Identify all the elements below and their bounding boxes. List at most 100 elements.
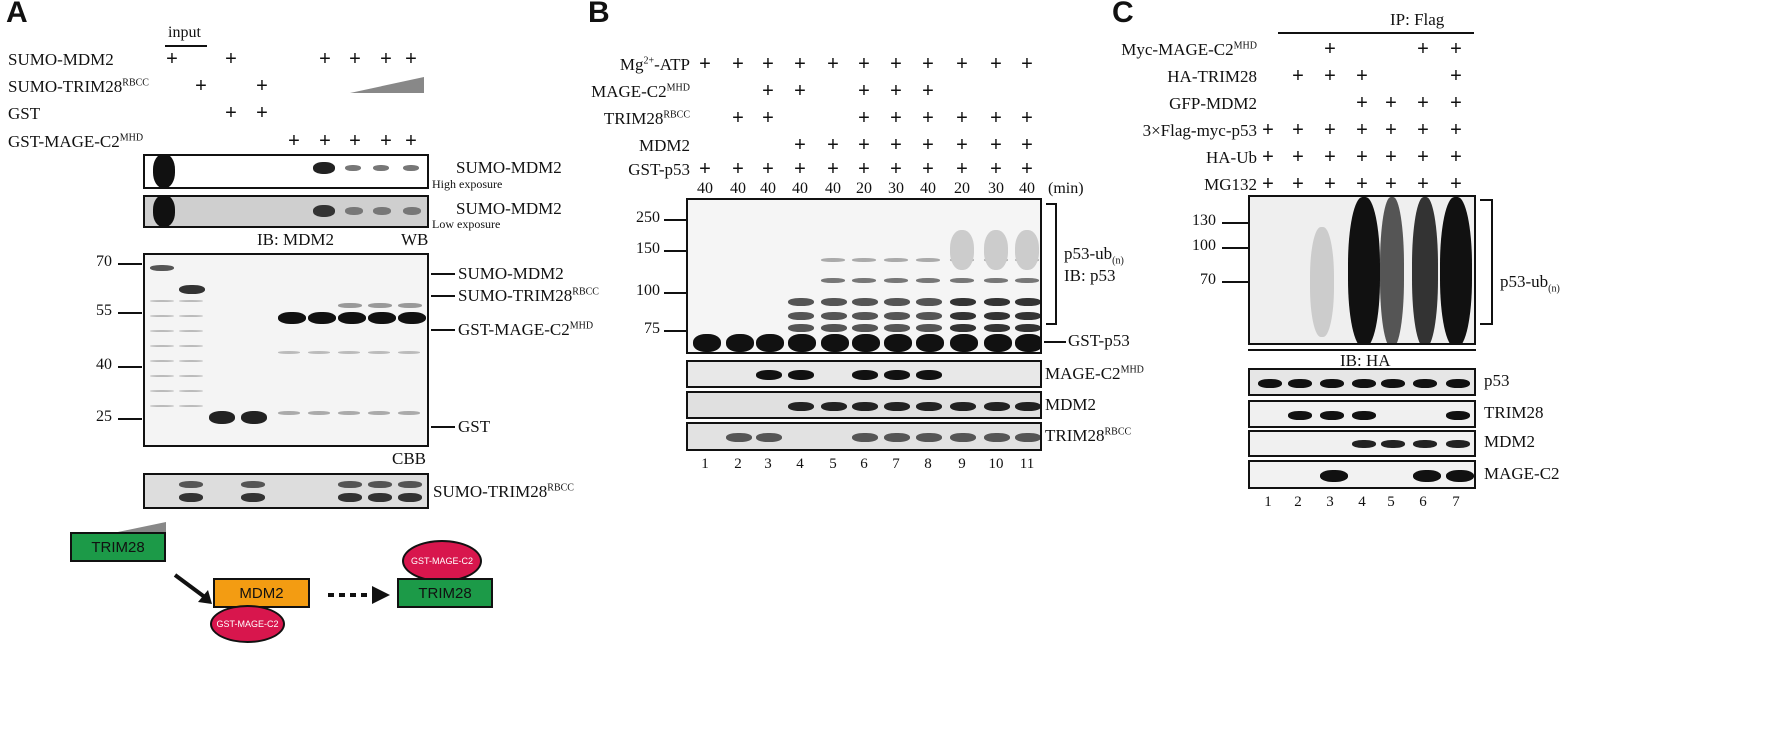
c-blot-mage <box>1248 460 1476 489</box>
b-lane-number: 4 <box>796 456 804 472</box>
band <box>852 370 878 380</box>
a-cond-label-3: GST-MAGE-C2MHD <box>8 132 143 152</box>
band <box>852 402 878 411</box>
band <box>756 370 782 380</box>
band <box>150 330 174 332</box>
c-plus-mark: + <box>1262 146 1274 168</box>
a-plus-mark: + <box>380 130 392 152</box>
a-gel-label-2-sup: MHD <box>569 320 594 332</box>
a-label-trim-bottom-sup: RBCC <box>547 482 574 494</box>
c-label-mdm2: MDM2 <box>1484 432 1536 451</box>
band <box>916 334 944 352</box>
band <box>884 334 912 352</box>
band <box>1015 298 1040 306</box>
band <box>278 351 300 354</box>
b-blot-trim <box>686 422 1042 451</box>
c-plus-mark: + <box>1356 65 1368 87</box>
band <box>916 258 940 262</box>
band <box>308 312 336 324</box>
band <box>150 360 174 362</box>
b-cond-label-2: TRIM28RBCC <box>0 109 690 129</box>
band <box>150 375 174 377</box>
b-plus-mark: + <box>922 158 934 180</box>
a-gel-label-2: GST-MAGE-C2MHD <box>458 320 593 340</box>
band <box>338 411 360 415</box>
b-cond-label-4: GST-p53 <box>0 160 690 180</box>
b-lane-number: 1 <box>701 456 709 472</box>
band <box>950 298 976 306</box>
band <box>179 285 205 294</box>
c-ip-line <box>1278 32 1474 34</box>
b-time: 30 <box>888 180 904 197</box>
a-cond-label-1-text: SUMO-TRIM28 <box>8 77 123 96</box>
band <box>1015 433 1040 442</box>
a-gel-label-3-text: GST <box>458 417 491 436</box>
b-cond-label-2-text: TRIM28 <box>603 109 664 128</box>
a-plus-mark: + <box>256 75 268 97</box>
a-blot-high <box>143 154 429 189</box>
c-plus-mark: + <box>1417 173 1429 195</box>
c-ub-label: p53-ub(n) <box>1500 272 1560 294</box>
band <box>150 300 174 302</box>
a-mw-40: 40 <box>96 356 112 373</box>
band <box>368 303 392 308</box>
c-lane-number: 3 <box>1326 494 1334 510</box>
band <box>693 334 721 352</box>
c-plus-mark: + <box>1385 92 1397 114</box>
band <box>950 433 976 442</box>
a-plus-mark: + <box>319 48 331 70</box>
band <box>241 493 265 502</box>
band <box>179 315 203 317</box>
c-cond-label-4: HA-Ub <box>0 148 1257 168</box>
b-mw-tick <box>664 330 686 332</box>
c-ib-line <box>1248 349 1476 351</box>
b-plus-mark: + <box>990 53 1002 75</box>
a-label-high: SUMO-MDM2 <box>456 158 562 177</box>
band <box>1320 379 1344 388</box>
c-plus-mark: + <box>1356 146 1368 168</box>
c-plus-mark: + <box>1292 173 1304 195</box>
band <box>1288 379 1312 388</box>
band <box>1320 470 1348 482</box>
band <box>338 312 366 324</box>
b-plus-mark: + <box>858 107 870 129</box>
band <box>821 298 847 306</box>
band <box>1352 379 1376 388</box>
a-mw-tick <box>118 312 142 314</box>
band <box>726 334 754 352</box>
a-plus-mark: + <box>288 130 300 152</box>
b-lane-number: 6 <box>860 456 868 472</box>
b-time-unit: (min) <box>1048 180 1084 197</box>
band <box>756 334 784 352</box>
band <box>398 303 422 308</box>
band <box>278 312 306 324</box>
band <box>821 402 847 411</box>
b-cond-label-0-sup: 2+ <box>643 55 655 67</box>
b-plus-mark: + <box>956 107 968 129</box>
band <box>1380 197 1404 343</box>
c-plus-mark: + <box>1324 119 1336 141</box>
b-plus-mark: + <box>858 134 870 156</box>
band <box>950 230 974 270</box>
a-mw-55: 55 <box>96 302 112 319</box>
c-ip-label: IP: Flag <box>1390 10 1445 29</box>
band <box>1015 278 1039 283</box>
b-mw-150: 150 <box>636 240 660 257</box>
band <box>150 345 174 347</box>
b-plus-mark: + <box>858 80 870 102</box>
band <box>884 278 908 283</box>
a-gel-label-0: SUMO-MDM2 <box>458 264 564 284</box>
a-label-low: SUMO-MDM2 <box>456 199 562 218</box>
a-plus-mark: + <box>195 75 207 97</box>
band <box>984 324 1010 332</box>
b-plus-mark: + <box>890 158 902 180</box>
schematic-mdm2: MDM2 <box>213 578 310 608</box>
b-plus-mark: + <box>762 107 774 129</box>
b-blot-mage <box>686 360 1042 388</box>
band <box>179 300 203 302</box>
a-gradient-triangle <box>350 77 424 93</box>
b-label-mage: MAGE-C2MHD <box>1045 364 1144 384</box>
a-plus-mark: + <box>405 48 417 70</box>
band <box>852 312 878 320</box>
c-plus-mark: + <box>1450 38 1462 60</box>
